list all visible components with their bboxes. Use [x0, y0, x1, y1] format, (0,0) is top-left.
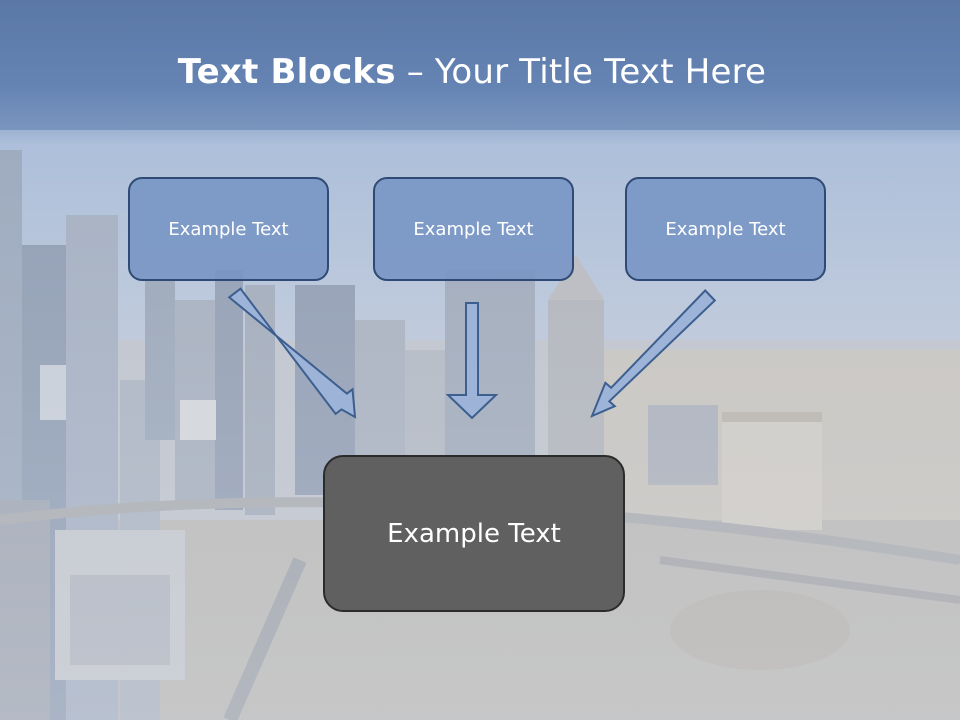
text-block-right[interactable]: Example Text [625, 177, 826, 281]
title-rest: Your Title Text Here [434, 52, 767, 92]
title-separator: – [395, 52, 435, 92]
text-block-main[interactable]: Example Text [323, 455, 625, 612]
title-bold: Text Blocks [177, 52, 396, 92]
text-block-center[interactable]: Example Text [373, 177, 574, 281]
text-block-left-label: Example Text [168, 218, 289, 240]
text-block-left[interactable]: Example Text [128, 177, 329, 281]
text-block-right-label: Example Text [665, 218, 786, 240]
slide-title: Text Blocks – Your Title Text Here [0, 52, 944, 92]
text-block-center-label: Example Text [413, 218, 534, 240]
text-block-main-label: Example Text [387, 518, 561, 549]
